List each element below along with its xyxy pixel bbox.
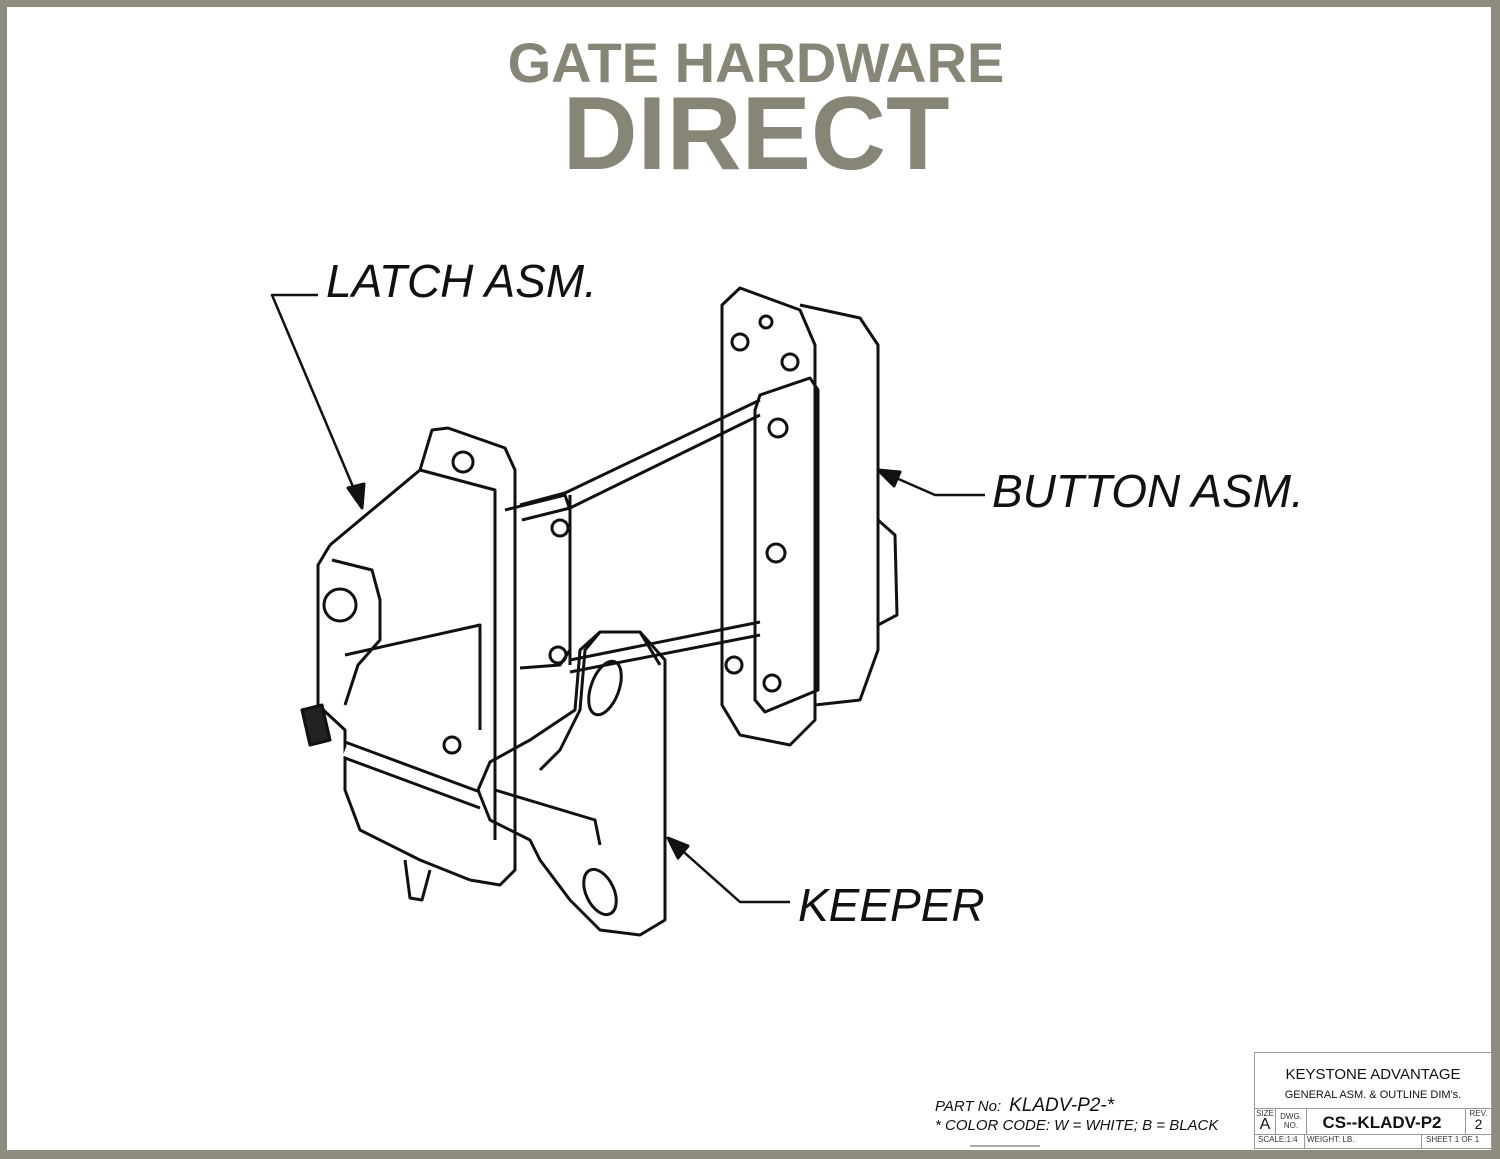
drawing-title: GENERAL ASM. & OUTLINE DIM's. bbox=[1284, 1089, 1462, 1101]
callout-button-asm: BUTTON ASM. bbox=[992, 465, 1304, 517]
button-assembly bbox=[720, 286, 899, 747]
part-info: PART No: KLADV-P2-* * COLOR CODE: W = WHI… bbox=[935, 1096, 1218, 1135]
dwg-label: DWG. NO. bbox=[1276, 1109, 1307, 1135]
part-label: PART No: bbox=[935, 1098, 1002, 1115]
title-block: KEYSTONE ADVANTAGE GENERAL ASM. & OUTLIN… bbox=[1254, 1052, 1492, 1149]
leader-keeper bbox=[666, 836, 790, 904]
keeper bbox=[476, 630, 667, 937]
sheet-number: SHEET 1 OF 1 bbox=[1421, 1135, 1491, 1148]
weight: WEIGHT: LB. bbox=[1307, 1135, 1355, 1144]
company-name: KEYSTONE ADVANTAGE bbox=[1285, 1066, 1461, 1083]
color-code: * COLOR CODE: W = WHITE; B = BLACK bbox=[935, 1117, 1219, 1134]
leader-latch bbox=[270, 293, 366, 510]
brand-line-1: GATE HARDWARE bbox=[507, 31, 1005, 94]
callout-keeper: KEEPER bbox=[798, 879, 985, 931]
drawing-sheet bbox=[7, 7, 1491, 1150]
callout-latch-asm: LATCH ASM. bbox=[326, 255, 597, 307]
leader-button bbox=[876, 468, 985, 497]
part-number: KLADV-P2-* bbox=[1009, 1095, 1115, 1116]
size-value: A bbox=[1259, 1116, 1271, 1133]
brand-line-2: DIRECT bbox=[562, 76, 950, 192]
latch-assembly bbox=[300, 426, 572, 902]
rev-label: REV. bbox=[1469, 1109, 1488, 1118]
drawing-number: CS--KLADV-P2 bbox=[1322, 1113, 1442, 1132]
scale: SCALE:1:4 bbox=[1255, 1135, 1305, 1148]
rev-value: 2 bbox=[1474, 1116, 1483, 1132]
size-label: SIZE bbox=[1256, 1109, 1274, 1118]
